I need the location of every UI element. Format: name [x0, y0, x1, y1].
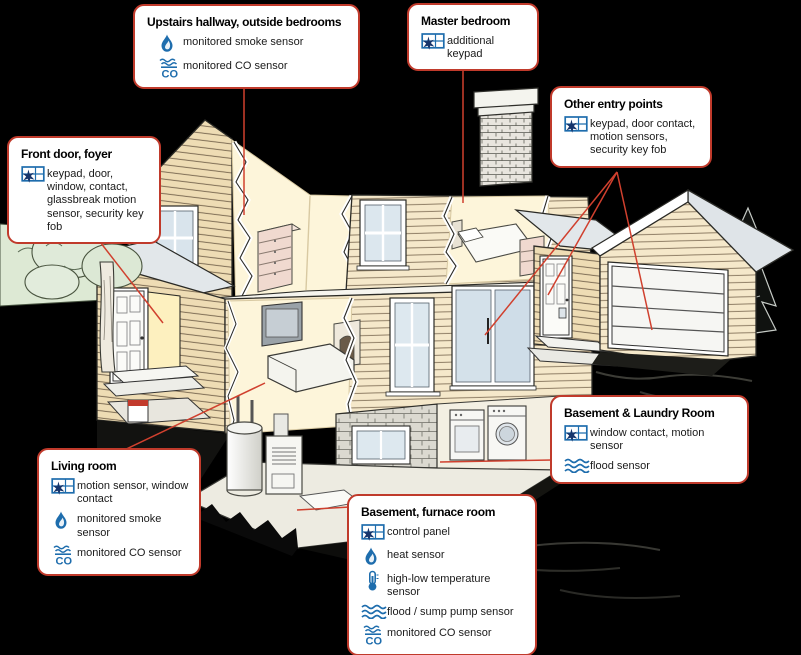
sensor-row: high-low temperature sensor: [361, 570, 525, 599]
upstairs-window: [356, 199, 410, 271]
keypad-icon: [51, 477, 77, 496]
leader-laundry: [439, 459, 553, 463]
keypad-icon: [421, 32, 447, 51]
flood-sensor-icon: [564, 457, 590, 474]
sensor-row: heat sensor: [361, 547, 525, 566]
svg-text:CO: CO: [162, 69, 179, 80]
leader-furnace: [296, 506, 351, 511]
flood-sensor-icon: [361, 603, 387, 620]
side-entry-door: [539, 255, 573, 339]
callout-title: Upstairs hallway, outside bedrooms: [147, 15, 342, 29]
sensor-label: flood sensor: [590, 460, 650, 473]
callout-title: Front door, foyer: [21, 147, 112, 161]
leader-entry-side-door: [547, 171, 618, 296]
sensor-label: control panel: [387, 526, 450, 538]
sensor-row: window contact, motion sensor: [564, 425, 737, 453]
leader-entry-sliding-door: [484, 171, 618, 336]
sliding-glass-door: [449, 285, 537, 391]
sensor-row: flood sensor: [564, 457, 737, 474]
front-steps: [102, 365, 212, 425]
smoke-sensor-icon: [157, 33, 183, 53]
sensor-label: monitored CO sensor: [387, 626, 492, 639]
callout-living-room: Living room motion sensor, window contac…: [37, 448, 201, 576]
leader-front-door: [89, 228, 164, 324]
sensor-row: monitored smoke sensor: [51, 511, 189, 539]
leader-living-room: [119, 382, 266, 453]
washer-dryer: [449, 405, 527, 461]
sensor-label: flood / sump pump sensor: [387, 606, 514, 619]
sensor-label: additional keypad: [447, 35, 495, 61]
callout-title: Basement, furnace room: [361, 505, 496, 519]
first-floor: [88, 239, 593, 435]
sensor-row: CO monitored CO sensor: [361, 625, 525, 646]
dresser: [256, 223, 302, 293]
svg-text:CO: CO: [56, 555, 73, 566]
sensor-row: flood / sump pump sensor: [361, 603, 525, 620]
sensor-row: monitored smoke sensor: [147, 34, 348, 53]
sensor-label: keypad, door, window, contact, glassbrea…: [47, 168, 144, 233]
sensor-label: monitored smoke sensor: [183, 36, 304, 48]
water-heater: [226, 396, 263, 497]
temperature-sensor-icon: [361, 570, 387, 591]
sensor-row: CO monitored CO sensor: [147, 58, 348, 79]
callout-upstairs-hallway: Upstairs hallway, outside bedrooms monit…: [133, 4, 360, 89]
callout-basement-furnace: Basement, furnace room control panel hea…: [347, 494, 537, 655]
keypad-icon: [564, 424, 590, 443]
heat-sensor-icon: [361, 546, 387, 566]
keypad-icon: [21, 165, 47, 184]
smoke-sensor-icon: [51, 510, 77, 530]
sensor-row: keypad, door contact, motion sensors, se…: [564, 116, 700, 158]
keypad-icon: [564, 115, 590, 134]
sensor-label: monitored CO sensor: [77, 546, 182, 559]
callout-title: Living room: [51, 459, 117, 473]
living-room-cutaway: [223, 297, 361, 435]
co-sensor-icon: CO: [361, 624, 387, 646]
sensor-label: window contact, motion sensor: [590, 427, 705, 453]
sensor-label: heat sensor: [387, 549, 445, 561]
callout-front-door-foyer: Front door, foyer keypad, door, window, …: [7, 136, 161, 244]
callout-other-entry-points: Other entry points keypad, door contact,…: [550, 86, 712, 168]
callout-basement-laundry: Basement & Laundry Room window contact, …: [550, 395, 749, 484]
callout-title: Basement & Laundry Room: [564, 406, 715, 420]
sensor-row: CO monitored CO sensor: [51, 545, 189, 566]
svg-text:CO: CO: [366, 635, 383, 646]
living-room-window: [385, 297, 441, 397]
sensor-label: motion sensor, window contact: [77, 480, 189, 506]
leader-lines: [89, 57, 653, 511]
sensor-row: motion sensor, window contact: [51, 478, 189, 506]
sensor-label: keypad, door contact, motion sensors, se…: [590, 118, 696, 157]
callout-title: Other entry points: [564, 97, 663, 111]
sensor-label: high-low temperature sensor: [387, 573, 491, 599]
callout-master-bedroom: Master bedroom additional keypad: [407, 3, 539, 72]
co-sensor-icon: CO: [157, 57, 183, 79]
co-sensor-icon: CO: [51, 544, 77, 566]
sensor-row: additional keypad: [421, 33, 527, 61]
chimney: [473, 87, 539, 187]
furnace: [265, 413, 303, 495]
keypad-icon: [361, 523, 387, 542]
sensor-row: keypad, door, window, contact, glassbrea…: [21, 166, 149, 234]
leader-entry-garage-door: [616, 171, 653, 331]
sensor-label: monitored CO sensor: [183, 60, 288, 72]
garage-door: [607, 261, 729, 357]
sensor-row: control panel: [361, 524, 525, 542]
stone-foundation: [335, 403, 438, 481]
callout-title: Master bedroom: [421, 14, 511, 28]
garage: [591, 188, 795, 376]
sensor-label: monitored smoke sensor: [77, 513, 162, 539]
